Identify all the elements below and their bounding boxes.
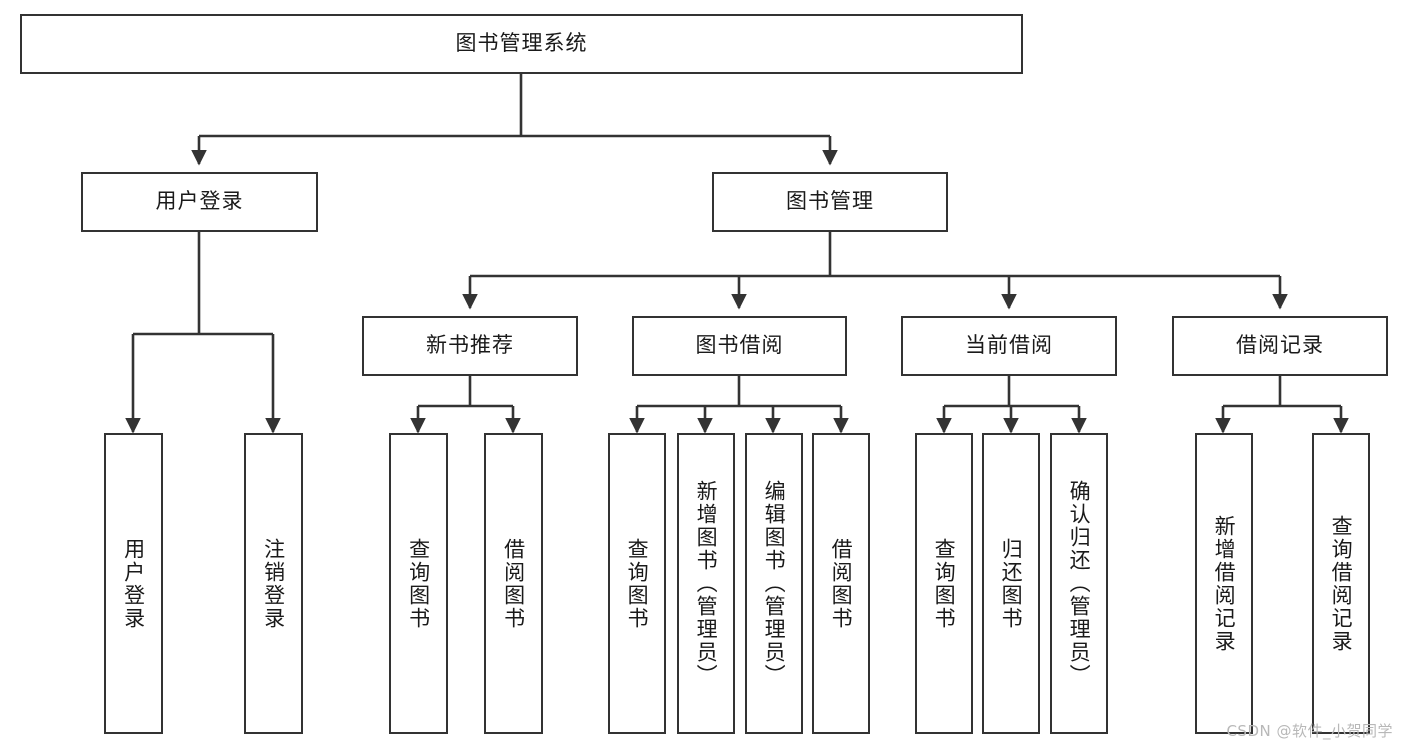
node-current-borrow-label: 当前借阅 bbox=[965, 333, 1053, 358]
leaf-borrow-query-book-label: 查询图书 bbox=[625, 537, 650, 630]
node-user-login-label: 用户登录 bbox=[155, 189, 244, 214]
leaf-current-query-book-label: 查询图书 bbox=[932, 537, 957, 630]
leaf-current-confirm-return-label: 确认归还（管理员） bbox=[1067, 480, 1092, 687]
node-root-label: 图书管理系统 bbox=[455, 31, 588, 56]
node-current-borrow[interactable]: 当前借阅 bbox=[901, 316, 1117, 376]
leaf-record-add[interactable]: 新增借阅记录 bbox=[1195, 433, 1253, 734]
leaf-borrow-add-book[interactable]: 新增图书（管理员） bbox=[677, 433, 735, 734]
leaf-recommend-borrow-book[interactable]: 借阅图书 bbox=[484, 433, 543, 734]
leaf-current-return-book[interactable]: 归还图书 bbox=[982, 433, 1040, 734]
node-book-borrow[interactable]: 图书借阅 bbox=[632, 316, 847, 376]
leaf-recommend-query-book[interactable]: 查询图书 bbox=[389, 433, 448, 734]
node-book-management[interactable]: 图书管理 bbox=[712, 172, 948, 232]
node-book-management-label: 图书管理 bbox=[786, 189, 874, 214]
leaf-current-confirm-return[interactable]: 确认归还（管理员） bbox=[1050, 433, 1108, 734]
leaf-current-query-book[interactable]: 查询图书 bbox=[915, 433, 973, 734]
leaf-borrow-add-book-label: 新增图书（管理员） bbox=[694, 480, 719, 687]
leaf-borrow-borrow-book-label: 借阅图书 bbox=[829, 537, 854, 630]
node-borrow-record[interactable]: 借阅记录 bbox=[1172, 316, 1388, 376]
leaf-recommend-query-book-label: 查询图书 bbox=[406, 537, 431, 630]
node-new-book-recommend[interactable]: 新书推荐 bbox=[362, 316, 578, 376]
leaf-record-query[interactable]: 查询借阅记录 bbox=[1312, 433, 1370, 734]
node-borrow-record-label: 借阅记录 bbox=[1236, 333, 1324, 358]
leaf-user-login-label: 用户登录 bbox=[121, 537, 146, 630]
leaf-current-return-book-label: 归还图书 bbox=[999, 537, 1024, 630]
leaf-user-logout-label: 注销登录 bbox=[261, 537, 286, 630]
leaf-record-add-label: 新增借阅记录 bbox=[1212, 514, 1237, 653]
leaf-user-logout[interactable]: 注销登录 bbox=[244, 433, 303, 734]
leaf-recommend-borrow-book-label: 借阅图书 bbox=[501, 537, 526, 630]
watermark: CSDN @软件_小贺同学 bbox=[1226, 722, 1393, 740]
node-book-borrow-label: 图书借阅 bbox=[695, 333, 784, 358]
leaf-record-query-label: 查询借阅记录 bbox=[1329, 514, 1354, 653]
node-root[interactable]: 图书管理系统 bbox=[20, 14, 1023, 74]
leaf-borrow-edit-book[interactable]: 编辑图书（管理员） bbox=[745, 433, 803, 734]
leaf-user-login[interactable]: 用户登录 bbox=[104, 433, 163, 734]
leaf-borrow-edit-book-label: 编辑图书（管理员） bbox=[762, 480, 787, 687]
node-new-book-recommend-label: 新书推荐 bbox=[426, 333, 514, 358]
leaf-borrow-borrow-book[interactable]: 借阅图书 bbox=[812, 433, 870, 734]
node-user-login[interactable]: 用户登录 bbox=[81, 172, 318, 232]
leaf-borrow-query-book[interactable]: 查询图书 bbox=[608, 433, 666, 734]
